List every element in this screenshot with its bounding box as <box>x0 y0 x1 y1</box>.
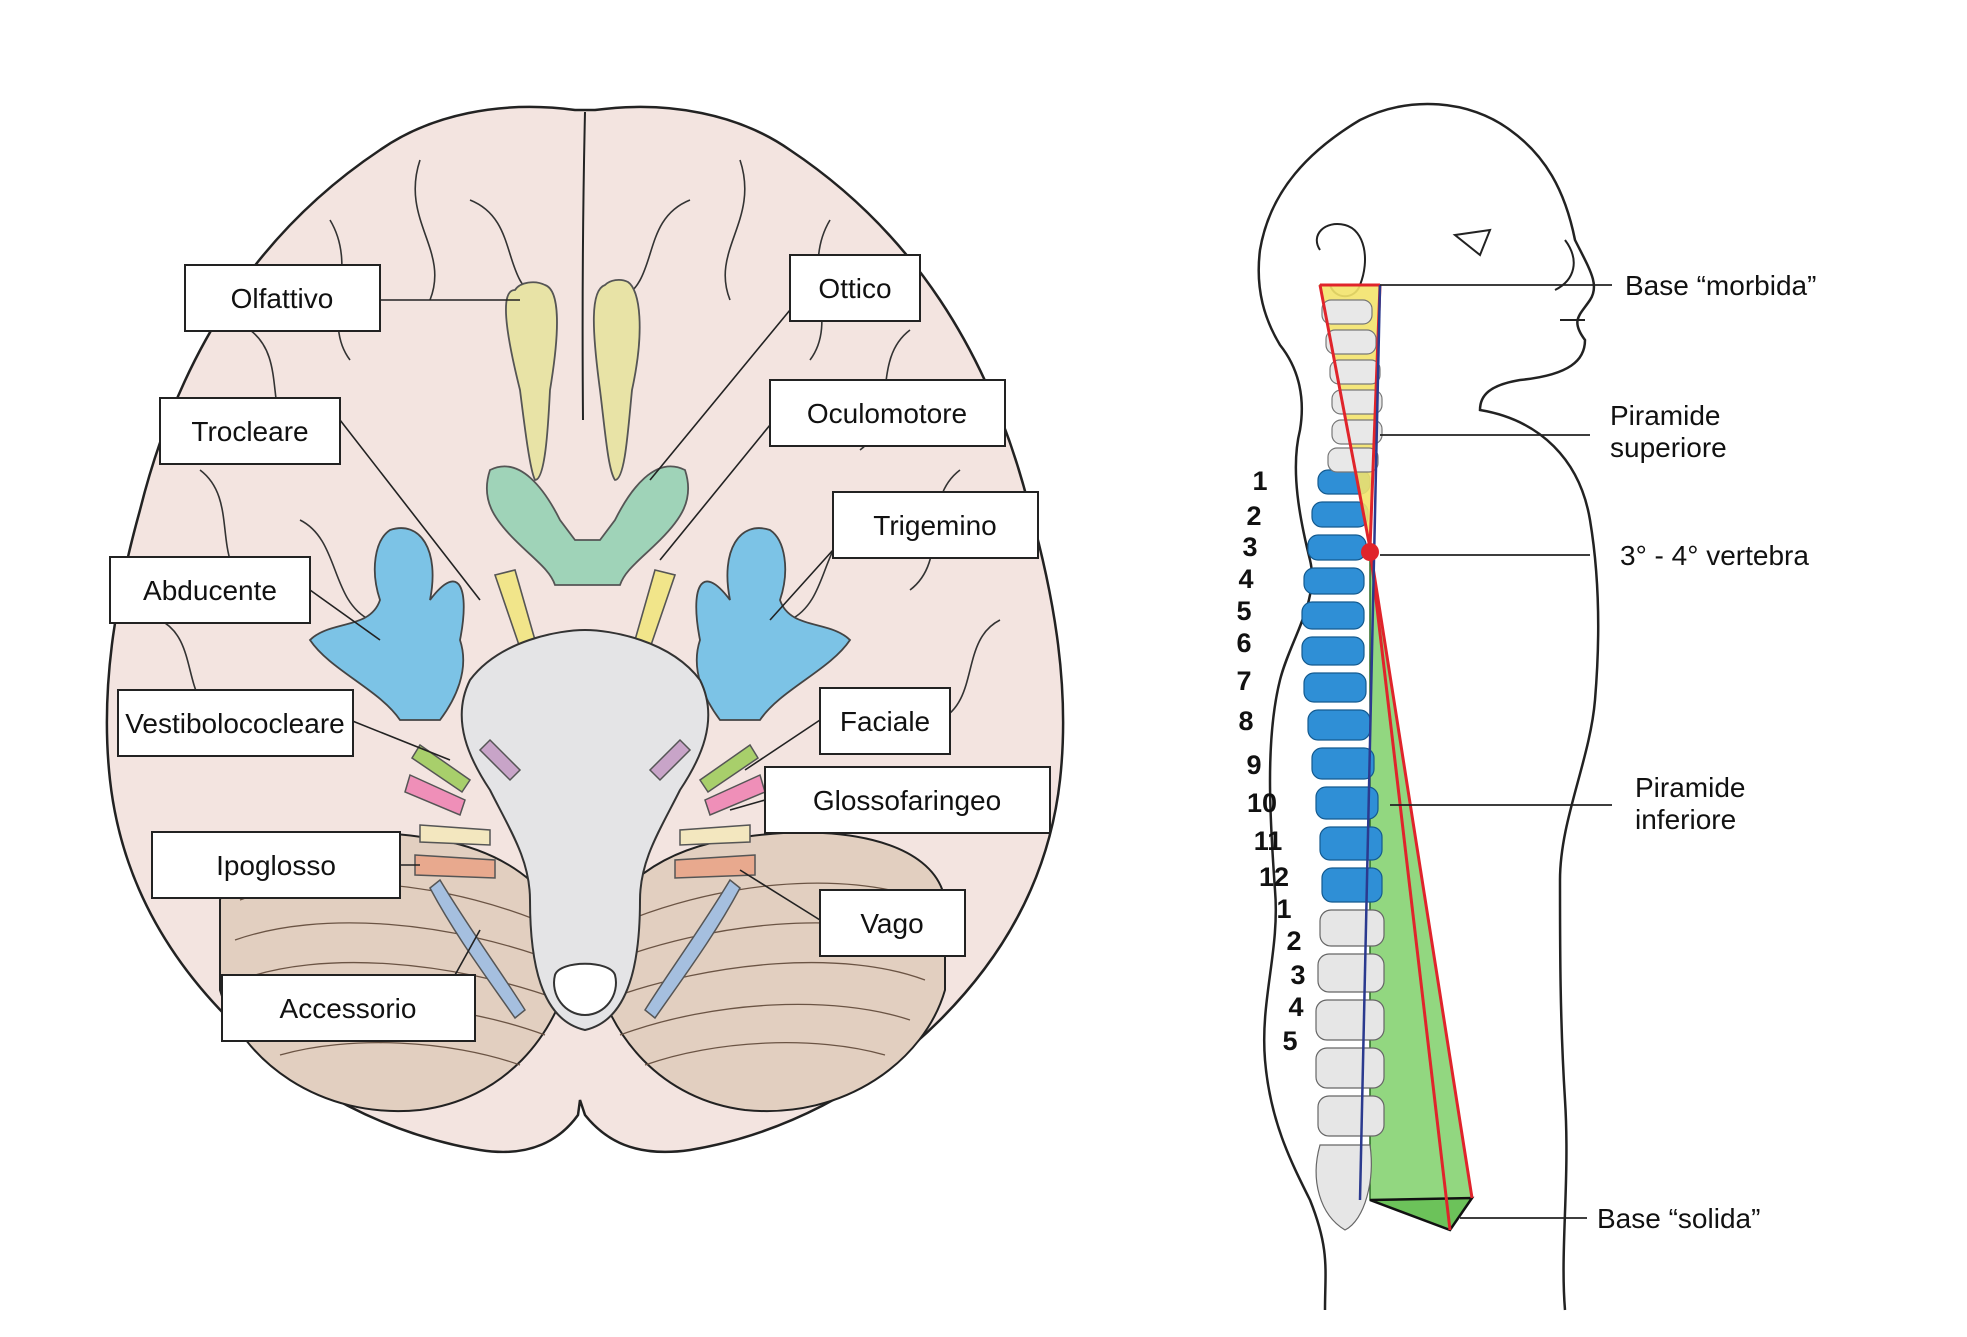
cranial-nerves-lower <box>404 738 766 1020</box>
brain-diagram: Olfattivo Ottico Trocleare Oculomotore T… <box>105 105 1065 1154</box>
num-l3: 3 <box>1290 960 1305 990</box>
num-l4: 4 <box>1288 992 1303 1022</box>
num-c6: 6 <box>1236 628 1251 658</box>
brain-leader-lines <box>309 299 834 976</box>
body-silhouette <box>1257 102 1600 1311</box>
brain-label-boxes <box>109 254 1051 1042</box>
num-c9: 9 <box>1246 750 1261 780</box>
spine-diagram: 1 2 3 4 5 6 7 8 9 10 11 12 1 2 3 4 5 Bas… <box>1236 102 1816 1311</box>
optic-chiasm <box>485 465 690 586</box>
label-trocleare: Trocleare <box>191 416 308 447</box>
label-vestibolococleare: Vestibolococleare <box>125 708 344 739</box>
label-accessorio: Accessorio <box>280 993 417 1024</box>
label-glossofaringeo: Glossofaringeo <box>813 785 1001 816</box>
label-ipoglosso: Ipoglosso <box>216 850 336 881</box>
label-base-solida: Base “solida” <box>1597 1203 1760 1234</box>
cervical-vertebrae <box>1321 299 1383 473</box>
trigeminal-nerves <box>308 527 852 721</box>
nose <box>1554 239 1575 291</box>
num-l1: 1 <box>1276 894 1291 924</box>
num-c3: 3 <box>1242 532 1257 562</box>
num-c10: 10 <box>1247 788 1277 818</box>
longitudinal-fissure <box>581 111 586 421</box>
medulla-cross-section <box>553 962 617 1017</box>
num-c4: 4 <box>1238 564 1253 594</box>
label-oculomotore: Oculomotore <box>807 398 967 429</box>
label-piramide-inferiore-1: Piramide <box>1635 772 1745 803</box>
label-piramide-inferiore-2: inferiore <box>1635 804 1736 835</box>
vertebra-marker <box>1361 543 1379 561</box>
label-ottico: Ottico <box>818 273 891 304</box>
vertebra-numbers: 1 2 3 4 5 6 7 8 9 10 11 12 1 2 3 4 5 <box>1236 466 1305 1056</box>
num-l5: 5 <box>1282 1026 1297 1056</box>
label-piramide-superiore-2: superiore <box>1610 432 1727 463</box>
label-abducente: Abducente <box>143 575 277 606</box>
label-vertebra: 3° - 4° vertebra <box>1620 540 1809 571</box>
num-c1: 1 <box>1252 466 1267 496</box>
label-olfattivo: Olfattivo <box>231 283 334 314</box>
num-l2: 2 <box>1286 926 1301 956</box>
num-c2: 2 <box>1246 501 1261 531</box>
label-piramide-superiore-1: Piramide <box>1610 400 1720 431</box>
base-solida-triangle <box>1369 1196 1475 1232</box>
num-c11: 11 <box>1254 826 1283 856</box>
axis-lines <box>1318 283 1474 1231</box>
spine-labels: Base “morbida” Piramide superiore 3° - 4… <box>1597 270 1816 1234</box>
olfactory-bulbs <box>505 278 641 481</box>
spine-leader-lines <box>1380 284 1612 1219</box>
num-c8: 8 <box>1238 706 1253 736</box>
eye <box>1452 228 1492 257</box>
brainstem <box>460 628 710 1032</box>
brain-labels: Olfattivo Ottico Trocleare Oculomotore T… <box>125 273 1001 1024</box>
label-vago: Vago <box>860 908 923 939</box>
label-trigemino: Trigemino <box>873 510 996 541</box>
label-base-morbida: Base “morbida” <box>1625 270 1816 301</box>
num-c7: 7 <box>1236 666 1251 696</box>
label-faciale: Faciale <box>840 706 930 737</box>
num-c5: 5 <box>1236 596 1251 626</box>
num-c12: 12 <box>1259 862 1289 892</box>
